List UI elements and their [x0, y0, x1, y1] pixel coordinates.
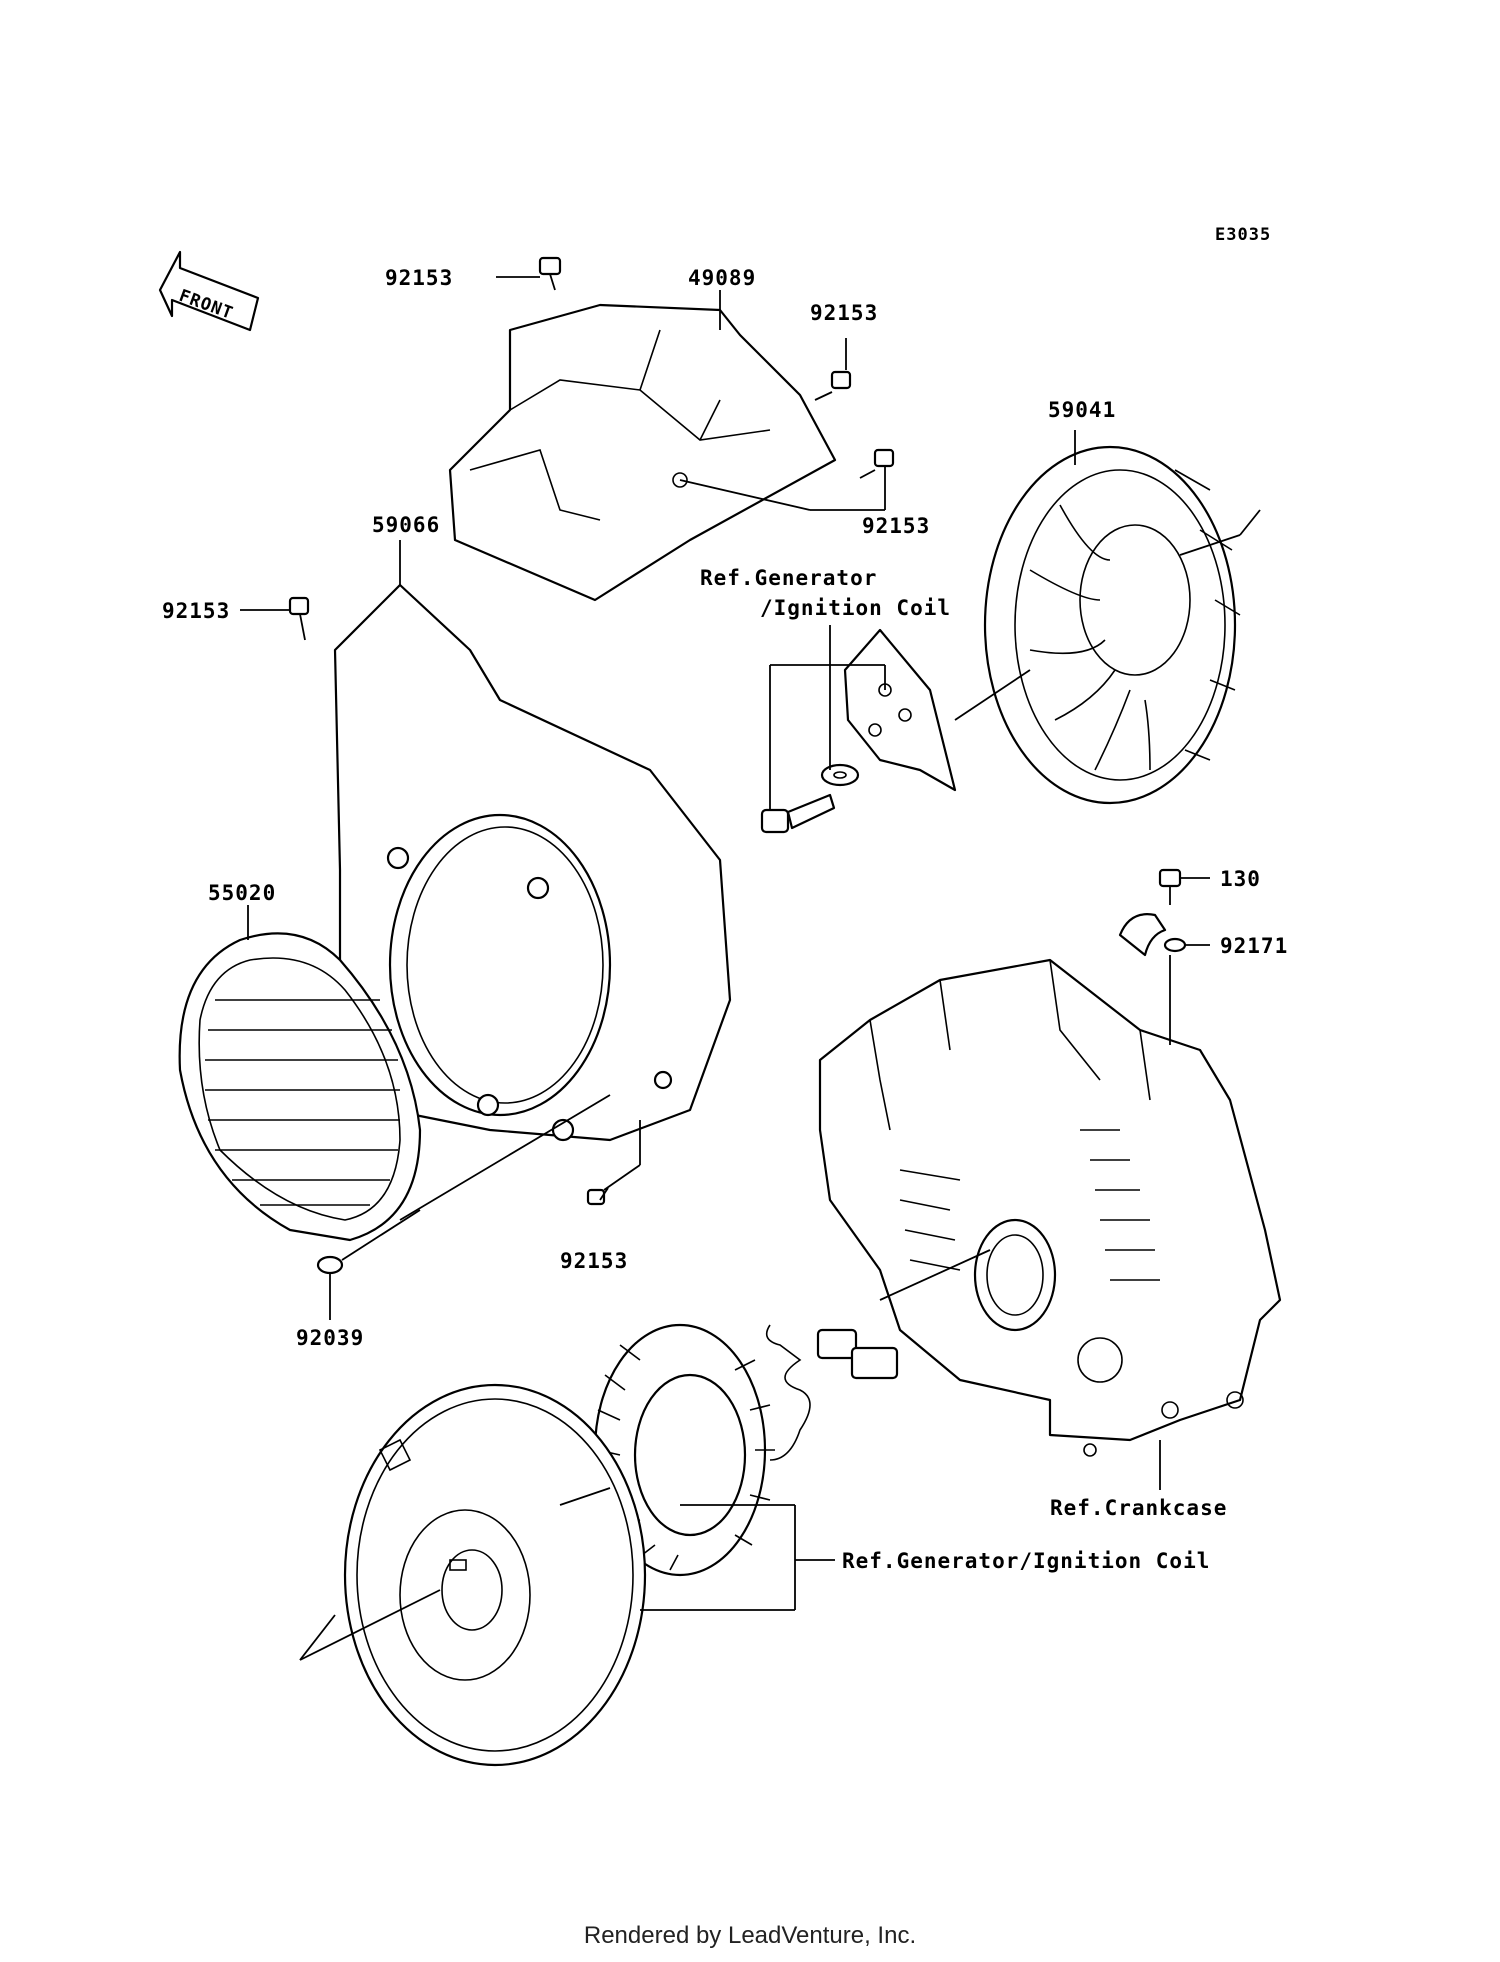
- label-92153-top-right: 92153: [810, 301, 878, 325]
- clamp-92171: [1118, 913, 1187, 957]
- bolt-92153-lower: [586, 1187, 609, 1206]
- bolt-generator: [760, 793, 836, 834]
- air-grille-55020: [178, 932, 422, 1242]
- rotor-plate: [843, 628, 957, 792]
- label-59041: 59041: [1048, 398, 1116, 422]
- label-ref-generator-1a: Ref.Generator: [700, 566, 877, 590]
- bolt-92153-top-left: [538, 256, 562, 291]
- label-ref-generator-2: Ref.Generator/Ignition Coil: [842, 1549, 1210, 1573]
- label-92153-top-left: 92153: [385, 266, 453, 290]
- shroud-cover-49089: [448, 303, 837, 602]
- crankcase: [818, 958, 1282, 1457]
- label-92153-housing: 92153: [162, 599, 230, 623]
- label-92153-mid-right: 92153: [862, 514, 930, 538]
- wire-connector: [765, 1324, 899, 1461]
- bolt-92039: [316, 1255, 344, 1275]
- leader-lines: [240, 276, 1261, 1661]
- label-92153-lower: 92153: [560, 1249, 628, 1273]
- bolt-130: [1158, 868, 1182, 905]
- label-92171: 92171: [1220, 934, 1288, 958]
- label-55020: 55020: [208, 881, 276, 905]
- label-ref-generator-1b: /Ignition Coil: [760, 596, 951, 620]
- cooling-fan-59041: [983, 445, 1241, 805]
- diagram-code: E3035: [1215, 225, 1271, 245]
- label-59066: 59066: [372, 513, 440, 537]
- footer-credit: Rendered by LeadVenture, Inc.: [583, 1922, 917, 1949]
- front-arrow-icon: FRONT: [158, 250, 260, 332]
- label-ref-crankcase: Ref.Crankcase: [1050, 1496, 1227, 1520]
- washer: [820, 763, 860, 787]
- label-130: 130: [1220, 867, 1261, 891]
- bolt-92153-top-right: [814, 370, 852, 401]
- label-49089: 49089: [688, 266, 756, 290]
- fan-housing-59066: [333, 583, 732, 1142]
- flywheel: [343, 1383, 647, 1767]
- bolt-92153-mid-right: [859, 448, 895, 479]
- bolt-92153-housing: [288, 596, 310, 641]
- label-92039: 92039: [296, 1326, 364, 1350]
